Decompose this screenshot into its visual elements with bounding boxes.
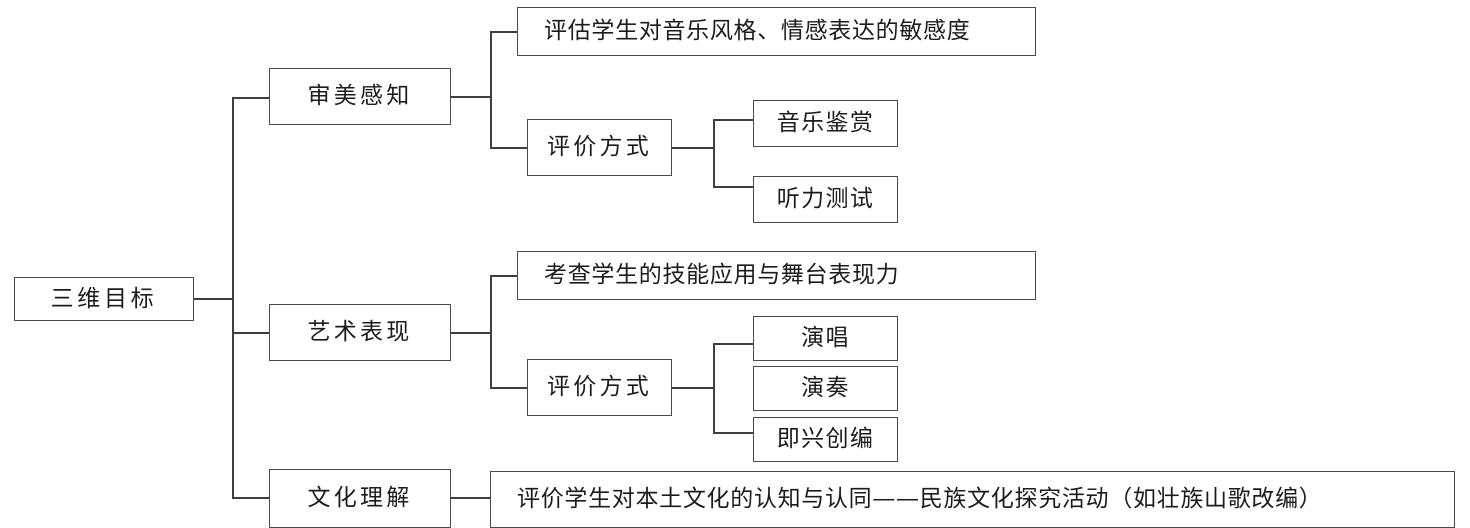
description-node-0: 评估学生对音乐风格、情感表达的敏感度 — [517, 7, 1036, 56]
method-node-0: 评价方式 — [527, 119, 672, 176]
connector-branch-1-to-method — [490, 387, 528, 389]
connector-main-trunk — [232, 97, 234, 497]
connector-trunk-to-branch-1 — [232, 332, 270, 334]
leaf-node-1-1: 演奏 — [753, 366, 898, 411]
connector-method-1-fork — [713, 343, 715, 432]
connector-method-1-stub — [671, 387, 714, 389]
connector-root-to-trunk — [194, 298, 233, 300]
leaf-node-0-1: 听力测试 — [753, 176, 898, 223]
connector-trunk-to-branch-2 — [232, 497, 270, 499]
connector-branch-0-stub — [450, 96, 491, 98]
connector-branch-2-to-description — [450, 497, 491, 499]
connector-method-1-leaf-2 — [713, 432, 754, 434]
connector-branch-0-fork — [490, 31, 492, 148]
branch-node-2: 文化理解 — [269, 469, 451, 528]
leaf-node-1-2: 即兴创编 — [753, 417, 898, 462]
connector-method-0-stub — [671, 147, 714, 149]
connector-method-0-leaf-0 — [713, 119, 754, 121]
branch-node-0: 审美感知 — [269, 68, 451, 125]
leaf-node-1-0: 演唱 — [753, 316, 898, 361]
connector-method-0-leaf-1 — [713, 186, 754, 188]
description-node-1: 考查学生的技能应用与舞台表现力 — [517, 251, 1036, 300]
method-node-1: 评价方式 — [527, 359, 672, 416]
connector-branch-1-fork — [490, 275, 492, 388]
description-node-2: 评价学生对本土文化的认知与认同——民族文化探究活动（如壮族山歌改编） — [490, 471, 1455, 528]
connector-branch-0-to-description — [490, 31, 518, 33]
connector-branch-1-stub — [450, 332, 491, 334]
connector-branch-1-to-description — [490, 275, 518, 277]
connector-trunk-to-branch-0 — [232, 97, 270, 99]
connector-method-1-leaf-0 — [713, 343, 754, 345]
root-node: 三维目标 — [14, 277, 194, 321]
branch-node-1: 艺术表现 — [269, 304, 451, 361]
connector-branch-0-to-method — [490, 147, 528, 149]
leaf-node-0-0: 音乐鉴赏 — [753, 100, 898, 147]
connector-method-0-fork — [713, 119, 715, 187]
